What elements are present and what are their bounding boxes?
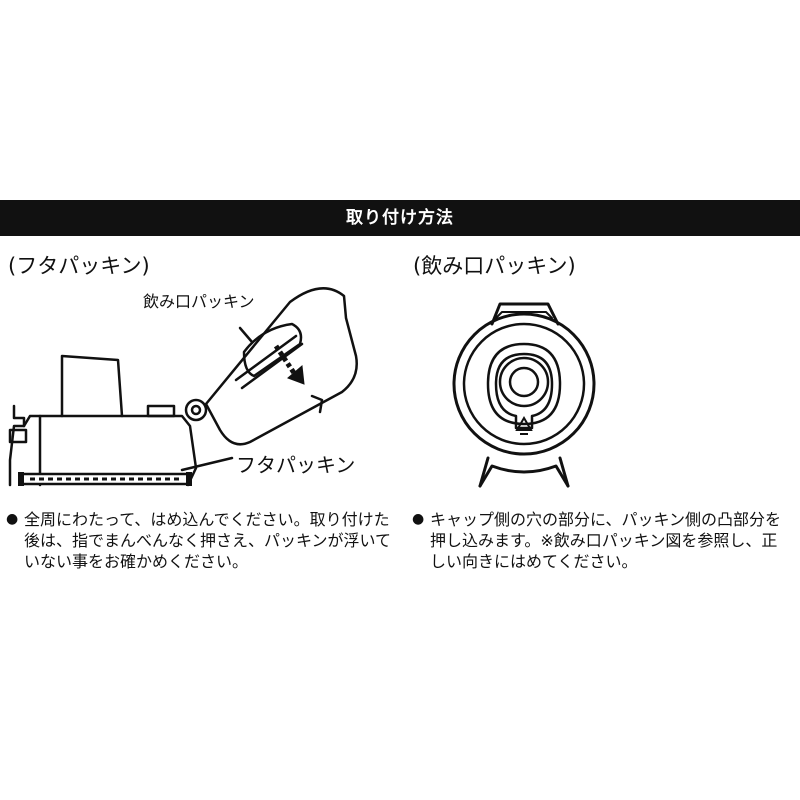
lid-gasket-instruction: ● 全周にわたって、はめ込んでください。取り付けた後は、指でまんべんなく押さえ、…	[6, 509, 394, 572]
outer-ring	[452, 312, 596, 456]
alignment-triangle-icon	[515, 416, 533, 431]
middle-ring	[462, 322, 586, 446]
lid-left-tab	[8, 428, 28, 444]
lid-gasket-label: フタパッキン	[236, 453, 355, 477]
header-bar: 取り付け方法	[0, 200, 800, 236]
page-title: 取り付け方法	[346, 208, 454, 228]
instruction-text: キャップ側の穴の部分に、パッキン側の凸部分を押し込みます。※飲み口パッキン図を参…	[430, 510, 782, 571]
mouth-gasket-label: 飲み口パッキン	[143, 292, 255, 311]
mouth-gasket-heading: (飲み口パッキン)	[413, 254, 576, 278]
bullet-icon: ●	[412, 511, 425, 527]
lid-top-block	[60, 354, 124, 418]
mouth-gasket-leader	[238, 326, 254, 344]
center-hole	[508, 366, 540, 398]
mouth-gasket-shape	[242, 322, 303, 378]
bottom-tab	[478, 464, 570, 488]
open-cap	[204, 287, 358, 446]
lid-gasket-shape	[18, 472, 192, 486]
top-tab	[490, 302, 560, 326]
cap-notch	[310, 394, 324, 414]
instruction-text: 全周にわたって、はめ込んでください。取り付けた後は、指でまんべんなく押さえ、パッ…	[24, 510, 392, 571]
mouth-gasket-diagram	[452, 302, 596, 488]
gasket-protrusion	[494, 352, 554, 430]
bullet-icon: ●	[6, 511, 19, 527]
inner-ring	[498, 356, 550, 408]
lid-body	[22, 414, 198, 487]
lid-small-step	[146, 404, 176, 418]
lid-gasket-diagram: 飲み口パッキン フタパッキン	[8, 287, 358, 487]
press-arrow-icon	[273, 344, 305, 385]
lid-gasket-leader	[180, 456, 234, 472]
hinge-icon	[184, 398, 208, 422]
lid-gasket-heading: (フタパッキン)	[8, 254, 150, 278]
mouth-gasket-instruction: ● キャップ側の穴の部分に、パッキン側の凸部分を押し込みます。※飲み口パッキン図…	[412, 509, 790, 572]
